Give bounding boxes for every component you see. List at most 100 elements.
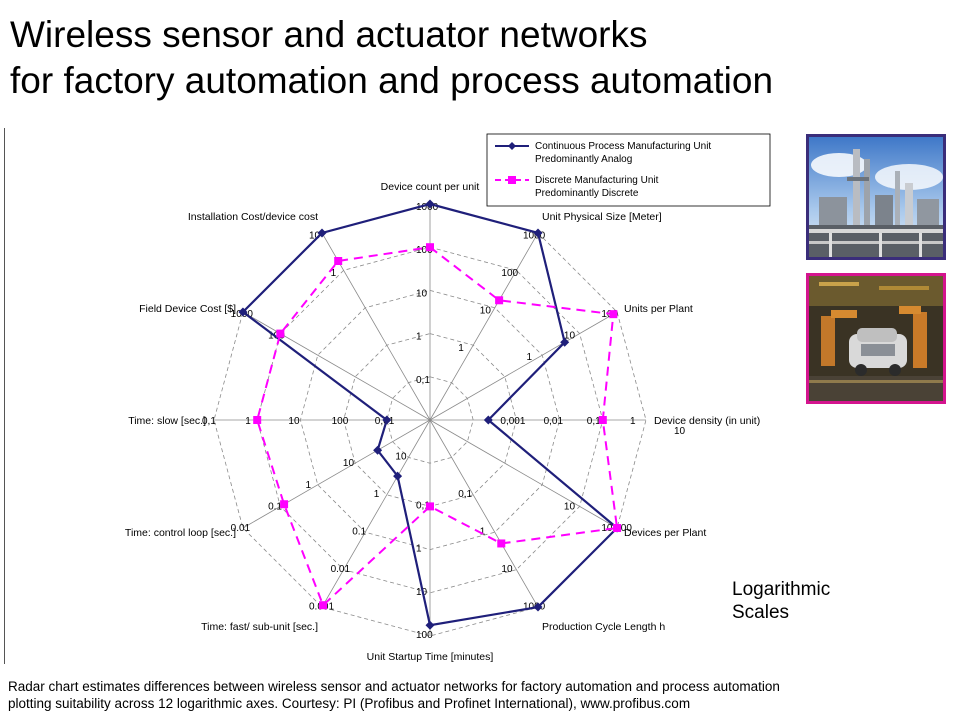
series-1-point (317, 228, 327, 238)
tick-label: 1000 (416, 202, 439, 213)
axis-label: Units per Plant (624, 303, 693, 315)
tick-label: 10 (674, 426, 686, 437)
tick-label: 0.01 (331, 564, 351, 575)
series-1-point (483, 415, 493, 425)
tick-label: 0,1 (587, 416, 601, 427)
car-factory-photo (806, 273, 946, 404)
title-line-2: for factory automation and process autom… (10, 60, 774, 101)
series-2-point (319, 601, 328, 610)
axis-spoke (429, 419, 618, 529)
radar-grid (213, 203, 647, 637)
tick-label: 10 (501, 564, 513, 575)
tick-label: 0,1 (458, 489, 472, 500)
series-2-point (609, 310, 618, 319)
series-1-point (533, 228, 543, 238)
axis-spoke (429, 232, 539, 421)
tick-label: 100 (416, 245, 433, 256)
tick-label: 10 (416, 288, 428, 299)
series-1-point (373, 445, 383, 455)
series-1-point (393, 471, 403, 481)
tick-label: 10 (288, 416, 300, 427)
axis-label: Device count per unit (381, 181, 480, 193)
series-2-point (613, 524, 622, 532)
slide-title: Wireless sensor and actuator networks fo… (10, 12, 950, 104)
series-2-line (256, 246, 619, 607)
axis-label: Time: fast/ sub-unit [sec.] (201, 621, 318, 633)
tick-label: 100 (416, 630, 433, 641)
caption-line-2: plotting suitability across 12 logarithm… (8, 696, 691, 711)
tick-label: 1000 (523, 231, 546, 242)
tick-label: 0,1 (416, 375, 430, 386)
tick-label: 1 (245, 416, 251, 427)
axis-label: Unit Physical Size [Meter] (542, 211, 662, 223)
logarithmic-scales-note: Logarithmic Scales (732, 578, 830, 624)
tick-label: 1 (374, 489, 380, 500)
axis-label: Unit Startup Time [minutes] (367, 651, 494, 663)
caption-line-1: Radar chart estimates differences betwee… (8, 679, 780, 694)
series-2-point (495, 296, 504, 305)
tick-label: 1 (305, 480, 311, 491)
tick-label: 10 (564, 501, 576, 512)
log-note-line-1: Logarithmic (732, 579, 831, 600)
series-2-point (598, 416, 607, 424)
series-1-point (560, 337, 570, 347)
tick-label: 0,1 (202, 416, 216, 427)
axis-label: Time: control loop [sec.] (125, 527, 236, 539)
tick-label: 1 (416, 544, 422, 555)
series-2-point (280, 500, 289, 509)
axis-spoke (242, 311, 431, 421)
tick-label: 0.1 (268, 501, 282, 512)
tick-label: 100 (332, 416, 349, 427)
axis-label: Installation Cost/device cost (188, 211, 318, 223)
figure-caption: Radar chart estimates differences betwee… (8, 678, 952, 712)
axis-spoke (429, 419, 539, 608)
tick-label: 1 (630, 416, 636, 427)
tick-labels: 10001001010,1100010010110010110,10,010,0… (202, 202, 686, 641)
title-line-1: Wireless sensor and actuator networks (10, 14, 648, 55)
tick-label: 100 (501, 268, 518, 279)
legend-box (486, 133, 771, 207)
series-2-point (426, 502, 434, 511)
axis-spoke (321, 419, 431, 608)
legend-marker (508, 142, 516, 150)
log-note-line-2: Scales (732, 602, 790, 623)
tick-label: 10 (343, 458, 355, 469)
tick-label: 0.01 (231, 523, 251, 534)
tick-label: 0,01 (544, 416, 564, 427)
tick-label: 10 (395, 452, 407, 463)
process-plant-photo (806, 134, 946, 260)
tick-label: 1 (480, 527, 486, 538)
axis-label: Device density (in unit) (654, 415, 760, 427)
series-1-point (533, 602, 543, 612)
series-1-point (425, 620, 435, 630)
series-2-point (276, 329, 285, 338)
tick-label: 0.1 (352, 527, 366, 538)
tick-label: 1 (527, 352, 533, 363)
axis-label: Production Cycle Length h (542, 621, 665, 633)
axis-spoke (429, 311, 618, 421)
tick-label: 10 (480, 305, 492, 316)
series-1-point (238, 307, 248, 317)
axis-label: Time: slow [sec.] (128, 415, 206, 427)
tick-label: 1 (416, 332, 422, 343)
series-2-point (334, 256, 343, 265)
series-1-point (425, 199, 435, 209)
tick-label: 10 (309, 231, 321, 242)
series-1-point (382, 415, 392, 425)
tick-label: 0,1 (416, 500, 430, 511)
series-2-point (497, 539, 506, 548)
tick-label: 10 (564, 331, 576, 342)
tick-label: 1 (458, 343, 464, 354)
axis-label: Field Device Cost [$] (139, 303, 236, 315)
tick-label: 1 (331, 268, 337, 279)
axis-label: Devices per Plant (624, 527, 706, 539)
left-divider (4, 128, 5, 664)
legend-marker (508, 176, 516, 184)
axis-spoke (242, 419, 431, 529)
series-2-point (253, 416, 262, 424)
